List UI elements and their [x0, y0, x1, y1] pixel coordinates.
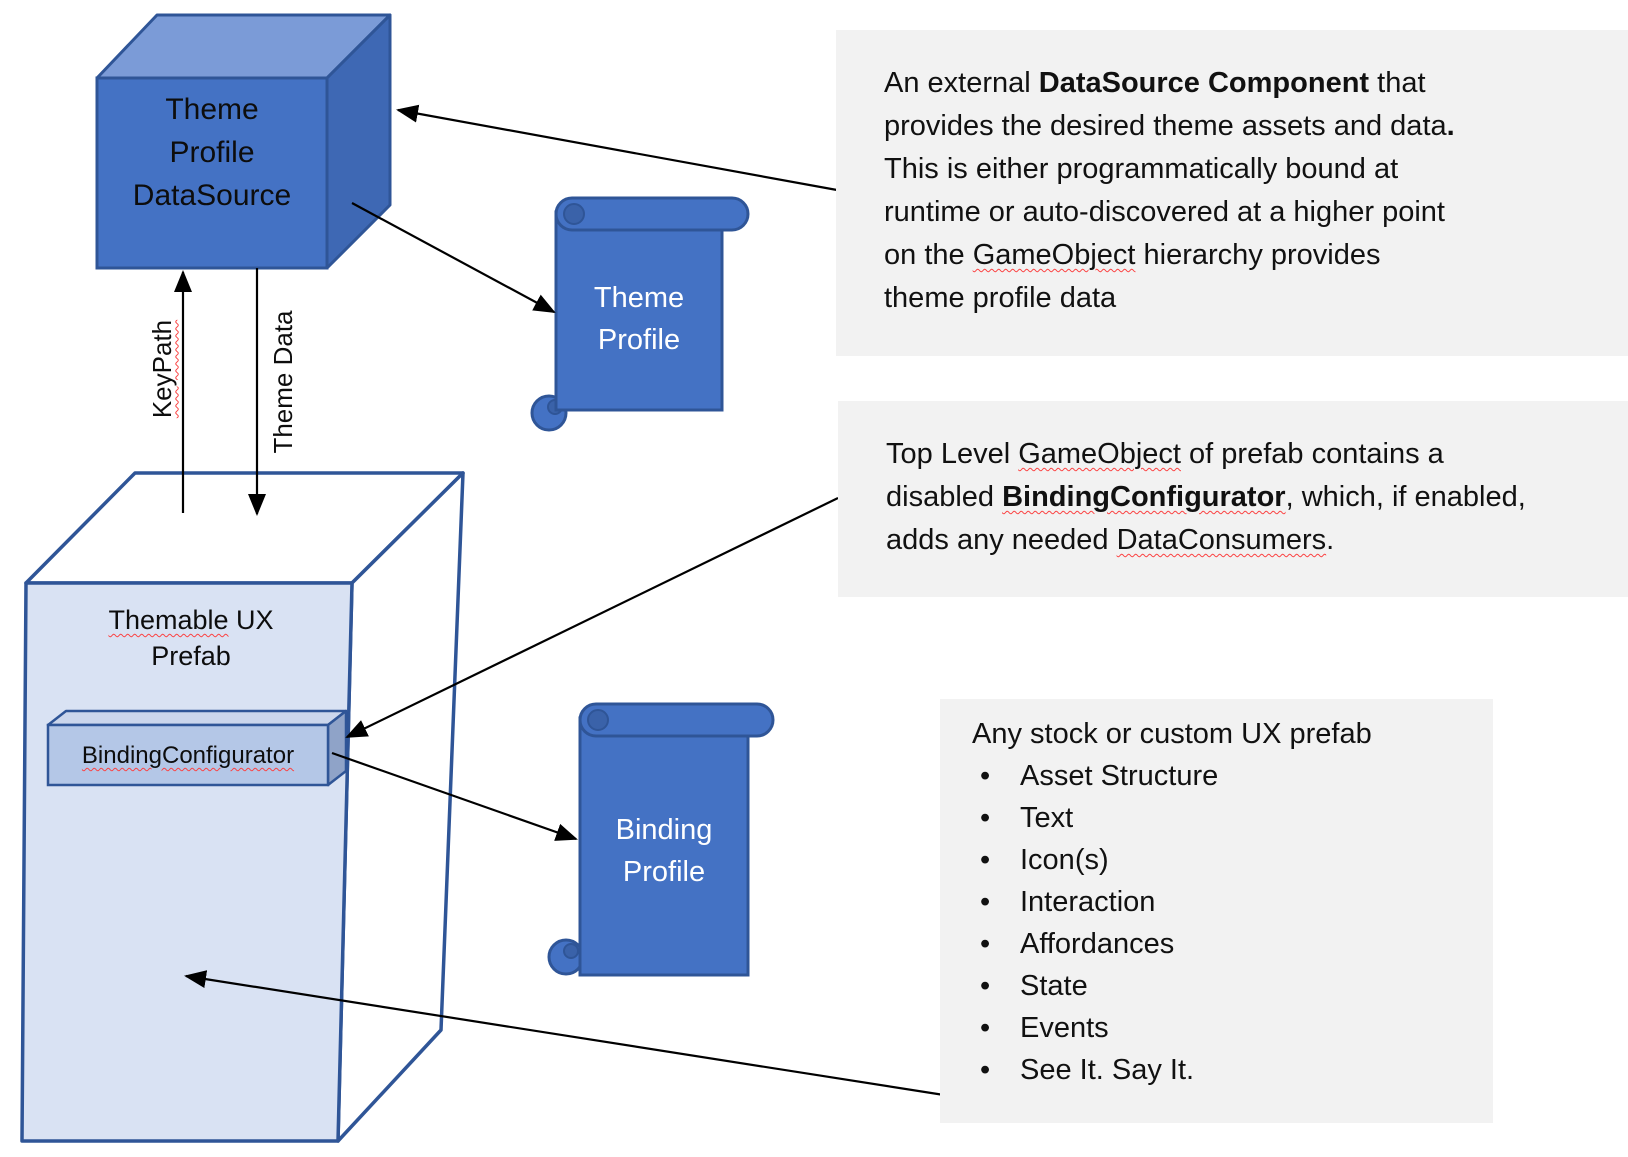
bullet-item: • Asset Structure: [972, 755, 1477, 797]
ux-prefab-note-box: Any stock or custom UX prefab • Asset Str…: [940, 699, 1493, 1123]
text-segment: This is either programmatically bound at: [884, 153, 1399, 185]
bullet-dot: •: [980, 1054, 991, 1086]
text-segment: on the: [884, 239, 973, 271]
bullet-dot: •: [980, 760, 991, 792]
bullet-dot: •: [980, 844, 991, 876]
bullet-dot: •: [980, 886, 991, 918]
bullet-text: Affordances: [1020, 928, 1175, 960]
bullet-dot: •: [980, 928, 991, 960]
text-line: adds any needed DataConsumers.: [886, 519, 1616, 562]
text-segment: , which, if enabled,: [1285, 481, 1526, 513]
text-segment: adds any needed: [886, 524, 1117, 556]
scroll-label-line: Theme: [593, 282, 685, 314]
text-line: Top Level GameObject of prefab contains …: [886, 433, 1616, 476]
text-line: BindingConfigurator: [48, 741, 328, 771]
text-line: provides the desired theme assets and da…: [884, 105, 1608, 148]
text-line: Themable UX: [26, 602, 356, 638]
binding-configurator-box-top-face: [46, 709, 348, 727]
binding-configurator-label: BindingConfigurator: [48, 741, 328, 771]
text-line: An external DataSource Component that: [884, 62, 1608, 105]
bullet-text: Icon(s): [1020, 844, 1109, 876]
binding-configurator-note-box: Top Level GameObject of prefab contains …: [838, 401, 1628, 597]
text-segment: GameObject: [972, 239, 1136, 271]
ux-note-title: Any stock or custom UX prefab: [972, 718, 1372, 750]
text-segment: Theme Data: [267, 310, 298, 454]
text-segment: BindingConfigurator: [1002, 481, 1286, 513]
bullet-item: • Affordances: [972, 923, 1477, 965]
text-segment: that: [1369, 67, 1426, 99]
text-segment: disabled: [886, 481, 1003, 513]
text-segment: DataConsumers: [1116, 524, 1327, 556]
arrow-note-to-cube: [396, 104, 838, 192]
arrow-note-to-prefab: [184, 970, 945, 1097]
binding-profile-scroll-label: Binding Profile: [580, 809, 748, 893]
cube-label-line: Theme: [165, 93, 259, 126]
bullet-text: Events: [1020, 1012, 1109, 1044]
text-segment: DataSource Component: [1038, 67, 1370, 99]
binding-configurator-box-right-face: [326, 709, 348, 787]
theme-data-arrow-label: Theme Data: [267, 292, 299, 472]
text-line: Prefab: [26, 638, 356, 674]
theme-profile-scroll: [530, 196, 750, 432]
text-segment: UX: [228, 605, 274, 635]
bullet-text: See It. Say It.: [1020, 1054, 1195, 1086]
arrow-note-to-binding-configurator: [345, 497, 839, 738]
text-line: KeyPath: [147, 320, 178, 418]
text-segment: theme profile data: [884, 282, 1117, 314]
ux-note-bullet-list: • Asset Structure • Text • Icon(s) • Interactio…: [972, 755, 1477, 1091]
binding-profile-scroll: [547, 702, 775, 977]
scroll-label-line: Profile: [622, 856, 706, 888]
bullet-dot: •: [980, 802, 991, 834]
cube-label-line: Profile: [169, 136, 255, 169]
text-line: Theme Data: [268, 310, 299, 453]
text-segment: .: [1326, 524, 1335, 556]
text-segment: .: [1446, 110, 1455, 142]
text-segment: BindingConfigurator: [81, 742, 295, 769]
bullet-text: Text: [1020, 802, 1074, 834]
datasource-cube-label: Theme Profile DataSource: [62, 88, 362, 217]
theme-profile-scroll-label: Theme Profile: [556, 277, 722, 361]
bullet-item: • State: [972, 965, 1477, 1007]
text-segment: An external: [884, 67, 1039, 99]
bullet-item: • Interaction: [972, 881, 1477, 923]
arrow-cube-to-theme-profile: [351, 202, 556, 313]
bullet-item: • See It. Say It.: [972, 1049, 1477, 1091]
text-segment: GameObject: [1018, 438, 1181, 470]
text-line: on the GameObject hierarchy provides: [884, 234, 1608, 277]
scroll-label-line: Binding: [615, 814, 713, 846]
bullet-dot: •: [980, 970, 991, 1002]
bullet-item: • Text: [972, 797, 1477, 839]
text-segment: provides the desired theme assets and da…: [884, 110, 1447, 142]
text-segment: Themable: [108, 605, 229, 635]
text-line: runtime or auto-discovered at a higher p…: [884, 191, 1608, 234]
bullet-item: • Icon(s): [972, 839, 1477, 881]
scroll-label-line: Profile: [597, 324, 681, 356]
text-segment: Prefab: [151, 641, 231, 671]
binding-configurator-box-front-face: [46, 723, 330, 787]
bullet-dot: •: [980, 1012, 991, 1044]
text-line: theme profile data: [884, 277, 1608, 320]
bullet-text: Asset Structure: [1020, 760, 1219, 792]
datasource-note-box: An external DataSource Component that pro…: [836, 30, 1628, 356]
text-line: This is either programmatically bound at: [884, 148, 1608, 191]
keypath-arrow-label: KeyPath: [146, 289, 178, 449]
cube-label-line: DataSource: [132, 179, 292, 212]
datasource-cube-front-face: [95, 76, 329, 270]
text-segment: runtime or auto-discovered at a higher p…: [884, 196, 1445, 228]
text-segment: KeyPath: [146, 319, 177, 419]
text-segment: of prefab contains a: [1181, 438, 1444, 470]
bullet-text: Interaction: [1020, 886, 1156, 918]
arrow-binding-configurator-to-binding-profile: [331, 751, 578, 841]
text-line: disabled BindingConfigurator, which, if …: [886, 476, 1616, 519]
text-segment: hierarchy provides: [1135, 239, 1381, 271]
text-segment: Top Level: [886, 438, 1019, 470]
bullet-text: State: [1020, 970, 1088, 1002]
bullet-item: • Events: [972, 1007, 1477, 1049]
